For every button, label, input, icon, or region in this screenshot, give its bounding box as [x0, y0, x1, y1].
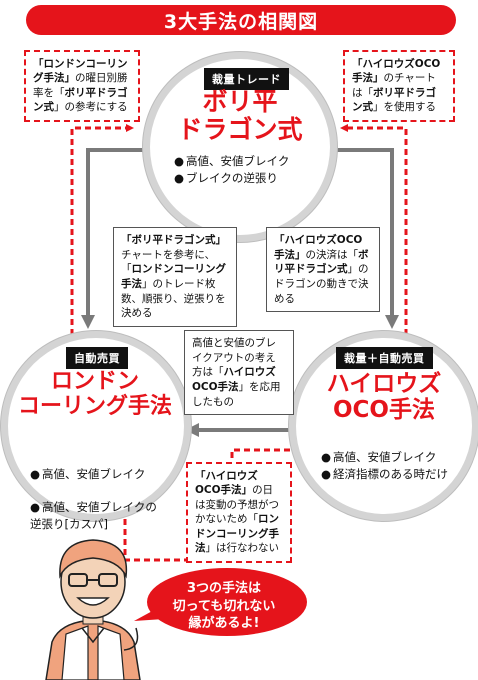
bullet-item: 高値、安値ブレイクの 逆張り[カスパ] [30, 499, 157, 532]
method-name-top: ボリ平 ドラゴン式 [177, 87, 303, 144]
gray-arrow-top-left [81, 148, 156, 329]
note-top-left: 「ロンドンコーリング手法」の曜日別勝率を「ボリ平ドラゴン式」の参考にする [24, 50, 140, 122]
red-arrow-bottom [121, 448, 290, 562]
note-mid-right: 「ハイロウズOCO手法」の決済は「ボリ平ドラゴン式」のドラゴンの動きで決める [266, 227, 380, 313]
bullet-item: 高値、安値ブレイク [321, 449, 448, 466]
bullet-item: ブレイクの逆張り [174, 170, 289, 187]
speech-bubble [134, 568, 307, 636]
method-badge-left: 自動売買 [66, 347, 128, 369]
method-name-left: ロンドン コーリング手法 [17, 369, 172, 419]
note-mid-left: 「ボリ平ドラゴン式」チャートを参考に、「ロンドンコーリング手法」のトレード枚数、… [113, 227, 237, 328]
diagram-title: 3大手法の相関図 [26, 5, 456, 35]
method-badge-top: 裁量トレード [204, 68, 289, 90]
red-arrow-left [70, 124, 134, 395]
method-badge-right: 裁量＋自動売買 [336, 347, 433, 369]
method-bullets-left: 高値、安値ブレイク 高値、安値ブレイクの 逆張り[カスパ] [30, 449, 157, 549]
character-illustration [45, 539, 141, 680]
bullet-item: 経済指標のある時だけ [321, 466, 448, 483]
method-bullets-top: 高値、安値ブレイク ブレイクの逆張り [174, 153, 289, 186]
bullet-item: 高値、安値ブレイク [174, 153, 289, 170]
gray-arrow-top-right [322, 148, 399, 329]
method-name-right: ハイロウズ OCO手法 [326, 371, 442, 423]
method-bullets-right: 高値、安値ブレイク 経済指標のある時だけ [321, 449, 448, 482]
note-center: 高値と安値のブレイクアウトの考え方は「ハイロウズOCO手法」を応用したもの [184, 330, 294, 416]
speech-bubble-text: 3つの手法は 切っても切れない 縁があるよ! [172, 581, 276, 632]
bullet-item: 高値、安値ブレイク [30, 466, 157, 483]
note-top-right: 「ハイロウズOCO手法」のチャートは「ボリ平ドラゴン式」を使用する [343, 50, 455, 122]
note-bottom: 「ハイロウズOCO手法」の日は変動の予想がつかないため「ロンドンコーリング手法」… [186, 462, 292, 563]
